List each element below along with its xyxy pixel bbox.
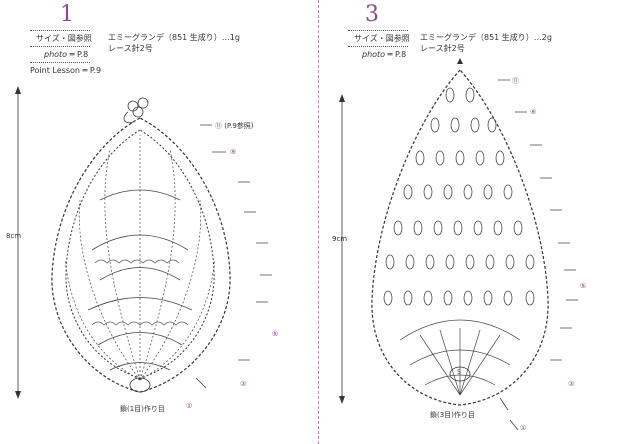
start-label: 鎖(3目)作り目 [430, 410, 475, 420]
row-number: ③ [568, 380, 574, 388]
pattern-panel-1: 1 サイズ・図参照 photo ═ P.8 Point Lesson ═ P.9… [0, 0, 310, 444]
arrow-head-top [339, 94, 345, 102]
row [384, 291, 534, 305]
arrow-head-bottom [15, 391, 21, 399]
height-label: 8cm [6, 232, 21, 240]
row-number: ⑨ [230, 148, 236, 156]
row [404, 185, 512, 199]
lower-fan [400, 320, 520, 395]
center-mark: 5 [457, 369, 461, 376]
tip-marker [457, 58, 463, 64]
row-number: ③ [240, 380, 246, 388]
row [386, 255, 534, 269]
row-number: ① [520, 424, 526, 432]
row [394, 221, 522, 235]
row-number: ⑤ [272, 330, 278, 338]
outer-round [52, 118, 230, 392]
top-loop [124, 98, 148, 123]
top-note: ⑪ (P.9参照) [215, 121, 254, 131]
row-number: ⑪ [215, 122, 222, 130]
crochet-chart-1 [0, 0, 310, 444]
start-label: 鎖(1目)作り目 [120, 404, 165, 414]
puff-clusters [384, 88, 534, 305]
row-arrows [196, 125, 272, 388]
row-number: ⑤ [580, 282, 586, 290]
pattern-panel-3: 3 サイズ・図参照 photo ═ P.8 エミーグランデ（851 生成り）…2… [330, 0, 620, 444]
arrow-head-bottom [339, 396, 345, 404]
arrow-head-top [15, 86, 21, 94]
row-number: ⑪ [512, 76, 519, 86]
crochet-chart-3 [330, 0, 620, 444]
row [416, 151, 504, 165]
panel-divider [318, 0, 319, 444]
row-number: ⑨ [530, 108, 536, 116]
chain-rays [65, 135, 215, 380]
top-note-text: P.9参照 [227, 122, 251, 130]
height-label: 9cm [332, 235, 347, 243]
row [431, 118, 496, 132]
start-ring [130, 378, 150, 392]
row [446, 88, 474, 102]
row-number: ① [186, 402, 192, 410]
